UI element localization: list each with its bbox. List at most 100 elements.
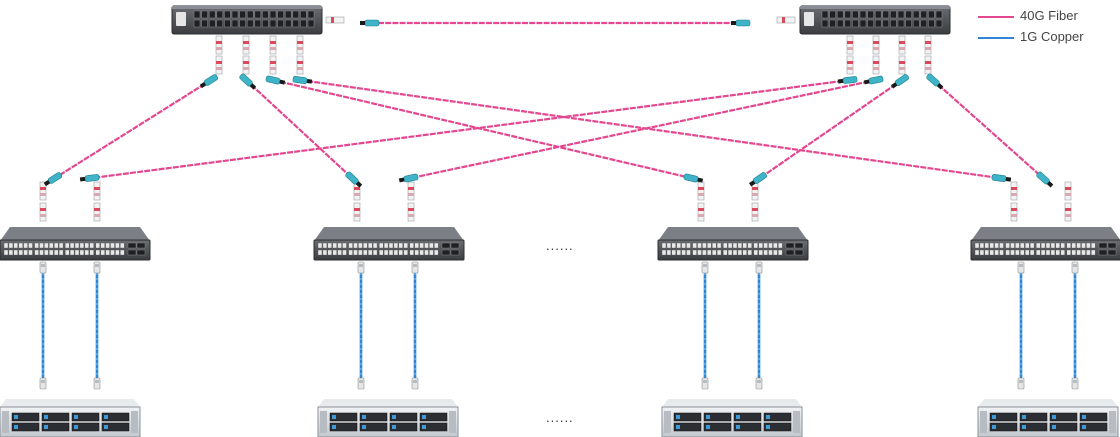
leaf-uplink-port [450, 249, 460, 256]
leaf-port [388, 242, 394, 249]
spine-interconnect-transceiver-left [325, 16, 345, 24]
leaf-uplink-port [450, 242, 460, 249]
switch-port [829, 10, 836, 19]
server-1 [0, 399, 141, 437]
leaf-port [1010, 242, 1015, 249]
leaf-port [322, 242, 328, 249]
server-drive-led [736, 425, 740, 429]
switch-port [920, 10, 928, 19]
leaf-rj45-connector [39, 261, 47, 274]
transceiver-body [776, 16, 796, 24]
leaf-port [686, 242, 691, 249]
switch-port [867, 19, 874, 28]
switch-port [208, 10, 216, 19]
switch-port [254, 10, 262, 19]
server-chassis [317, 406, 459, 437]
transceiver-band [752, 193, 758, 196]
switch-port [912, 10, 920, 19]
rj45-clip [1019, 264, 1023, 267]
leaf-port [28, 242, 33, 249]
server-drive-bay [389, 422, 418, 432]
server-drive-led [706, 415, 710, 419]
leaf-port [372, 242, 378, 249]
leaf-uplink-transceiver [1064, 202, 1072, 222]
mtp-boot [203, 74, 219, 86]
transceiver-band [698, 193, 704, 196]
leaf-uplink-transceiver [407, 202, 415, 222]
switch-port [935, 19, 943, 28]
server-ear-right [131, 411, 138, 433]
leaf-top-panel [971, 227, 1120, 241]
switch-port [307, 10, 315, 19]
server-top [978, 399, 1118, 407]
leaf-uplink-port [794, 249, 804, 256]
fiber-legend-swatch [978, 16, 1014, 18]
mtp-tail [863, 79, 870, 85]
transceiver-band [331, 17, 334, 23]
spine-left-transceiver [215, 55, 223, 75]
mtp-boot [47, 172, 63, 184]
leaf-port [984, 249, 990, 256]
leaf-port [773, 242, 778, 249]
server-drive-bay [1079, 412, 1108, 422]
transceiver-band [216, 47, 222, 50]
leaf-port [58, 249, 64, 256]
spine-left-transceiver [269, 35, 277, 55]
switch-port [284, 19, 292, 28]
server-ear-left [664, 411, 671, 433]
spine-right-transceiver [898, 55, 906, 75]
switch-port [890, 19, 897, 28]
switch-port [224, 10, 231, 19]
mtp-tail [360, 21, 365, 25]
leaf-port [358, 242, 363, 249]
switch-port [852, 19, 859, 28]
leaf-port [368, 242, 373, 249]
leaf-port [666, 249, 672, 256]
server-drive-led [14, 415, 18, 419]
transceiver-body [872, 55, 880, 75]
transceiver-body [898, 35, 906, 55]
switch-port [231, 19, 239, 28]
leaf-port [363, 242, 368, 249]
transceiver-body [269, 35, 277, 55]
transceiver-band [297, 61, 303, 64]
leaf-port [727, 249, 733, 256]
leaf-port [697, 242, 702, 249]
server-drive-led [104, 425, 108, 429]
mtp-tail [249, 83, 257, 90]
leaf-uplink-port [441, 249, 451, 256]
server-drive-bay [41, 422, 70, 432]
spine-interconnect-connector-left [360, 19, 380, 27]
leaf-rj45-connector [755, 261, 763, 274]
leaf-port [1091, 242, 1096, 249]
switch-port [277, 19, 284, 28]
leaf-port [707, 242, 712, 249]
server-chassis [661, 406, 803, 437]
leaf-uplink-transceiver [39, 202, 47, 222]
leaf-port [768, 249, 773, 256]
spine-side-mtp-connector [890, 74, 909, 89]
leaf-port [732, 242, 738, 249]
leaf-port [974, 242, 980, 249]
switch-port [277, 10, 284, 19]
leaf-port [69, 242, 75, 249]
leaf-side-mtp-connector [683, 173, 704, 183]
leaf-port [747, 242, 752, 249]
leaf-port [353, 249, 358, 256]
rj45-clip [359, 264, 363, 267]
switch-port [193, 19, 201, 28]
mtp-boot [292, 76, 308, 84]
leaf-port [1066, 242, 1072, 249]
server-drive-bay [703, 422, 732, 432]
spine-side-mtp-connector [837, 76, 858, 84]
legend-label-copper: 1G Copper [1020, 29, 1084, 44]
spine-interconnect-connector-right [731, 19, 751, 27]
transceiver-band [297, 47, 303, 50]
rj45-clip [413, 380, 417, 383]
server-drive-led [1082, 425, 1086, 429]
spine-switch-left [171, 5, 323, 35]
leaf-rj45-connector [357, 261, 365, 274]
leaf-port [1071, 242, 1076, 249]
leaf-port [3, 249, 9, 256]
leaf-port [1081, 249, 1086, 256]
